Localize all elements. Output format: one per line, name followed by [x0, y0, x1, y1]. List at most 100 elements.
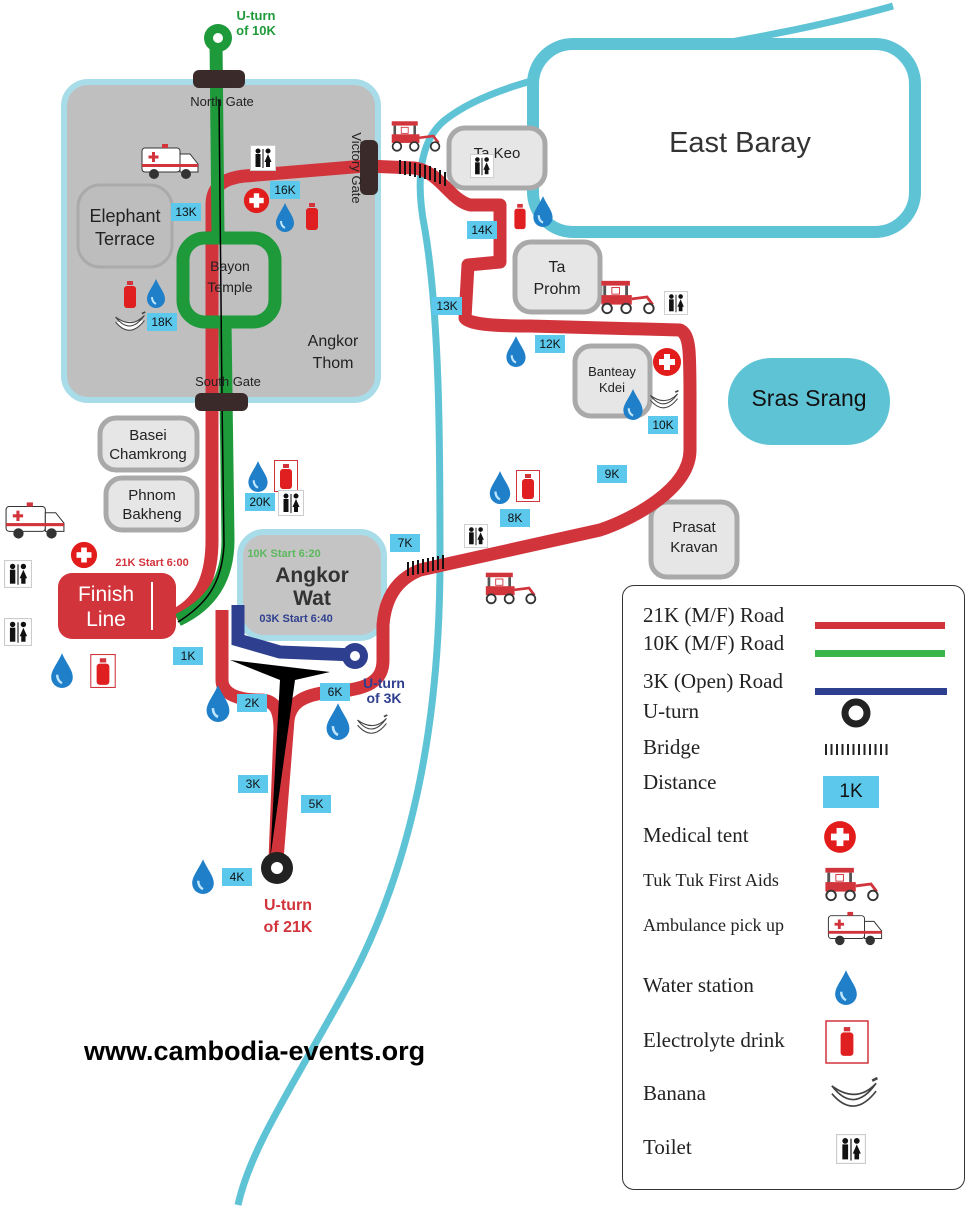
- distance-marker: 2K: [237, 694, 267, 712]
- tuktuk-first-aid-icon: [484, 571, 537, 605]
- distance-marker: 7K: [390, 534, 420, 552]
- phnom-bakheng-box: [103, 475, 200, 533]
- legend-label: Ambulance pick up: [643, 915, 784, 935]
- legend-water-drop-icon: [833, 969, 859, 1010]
- toilet-icon: [278, 490, 304, 516]
- basei-chamkrong-label: Chamkrong: [109, 446, 187, 463]
- basei-chamkrong-box: [97, 415, 200, 473]
- start-21k-label: 21K Start 6:00: [115, 557, 188, 569]
- banana-icon: [356, 714, 389, 735]
- banana-icon: [649, 389, 680, 409]
- ta-prohm-label: Ta: [549, 259, 566, 276]
- distance-marker: 8K: [500, 509, 530, 527]
- legend-bridge-hatch-icon: [825, 743, 891, 761]
- distance-label: 14K: [471, 223, 492, 237]
- north-gate-label: North Gate: [190, 94, 254, 109]
- distance-marker: 5K: [301, 795, 331, 813]
- distance-label: 6K: [328, 685, 343, 699]
- ta-prohm-label: Prohm: [533, 281, 580, 298]
- uturn-10k-label: U-turn: [237, 8, 276, 23]
- uturn-10k-label: of 10K: [236, 23, 276, 38]
- distance-marker: 1K: [173, 647, 203, 665]
- legend-label: Medical tent: [643, 823, 749, 847]
- uturn-21k-label: of 21K: [264, 919, 313, 936]
- legend-label: Distance: [643, 770, 717, 794]
- ta-prohm-box: [512, 239, 603, 315]
- water-station-icon: [325, 702, 351, 740]
- legend-uturn-ring-icon: [841, 698, 871, 733]
- legend-toilet-icon: [836, 1134, 866, 1169]
- distance-label: 13K: [175, 205, 196, 219]
- medical-tent-icon: [70, 541, 98, 569]
- legend-banana-icon: [828, 1075, 880, 1120]
- water-station-icon: [190, 858, 216, 894]
- elephant-terrace-box: [76, 183, 174, 269]
- angkor-wat-label: Angkor: [275, 564, 349, 587]
- start-10k-label: 10K Start 6:20: [247, 548, 320, 560]
- toilet-icon: [250, 145, 276, 171]
- prasat-kravan-box: [648, 499, 740, 580]
- medical-tent-icon: [653, 348, 681, 376]
- distance-label: 13K: [436, 299, 457, 313]
- finish-line: [58, 573, 176, 639]
- electrolyte-icon: [516, 470, 540, 502]
- legend-label: 21K (M/F) Road: [643, 603, 785, 627]
- distance-label: 20K: [249, 495, 270, 509]
- distance-label: 7K: [398, 536, 413, 550]
- legend-label: 3K (Open) Road: [643, 669, 783, 693]
- legend-label: Banana: [643, 1081, 706, 1105]
- water-station-icon: [505, 335, 527, 367]
- legend-ambulance-icon: [826, 910, 884, 953]
- toilet-icon: [4, 560, 32, 588]
- legend-tuktuk-icon: [821, 865, 883, 908]
- distance-marker: 6K: [320, 683, 350, 701]
- distance-marker: 13K: [171, 203, 201, 221]
- distance-marker: 18K: [147, 313, 177, 331]
- banteay-kdei-label: Kdei: [599, 380, 625, 395]
- legend-blue-line-icon: [815, 683, 947, 701]
- phnom-bakheng-label: Bakheng: [122, 506, 181, 523]
- distance-marker: 10K: [648, 416, 678, 434]
- phnom-bakheng-label: Phnom: [128, 487, 176, 504]
- angkor-thom-label: Angkor: [308, 333, 359, 350]
- distance-sample: 1K: [823, 776, 879, 808]
- bridge: [399, 160, 446, 186]
- electrolyte-icon: [90, 654, 116, 688]
- banteay-kdei-label: Banteay: [588, 364, 636, 379]
- south-gate: [195, 393, 248, 411]
- distance-label: 10K: [652, 418, 673, 432]
- legend-label: Water station: [643, 973, 754, 997]
- distance-label: 5K: [309, 797, 324, 811]
- prasat-kravan-label: Kravan: [670, 539, 718, 556]
- prasat-kravan-label: Prasat: [672, 519, 716, 536]
- elephant-terrace-label: Elephant: [89, 206, 160, 226]
- sras-srang-label: Sras Srang: [751, 385, 866, 411]
- south-gate-label: South Gate: [195, 374, 261, 389]
- legend-distance-box-icon: 1K: [823, 776, 879, 808]
- sras-srang: [728, 358, 890, 445]
- east-baray-label: East Baray: [669, 127, 811, 159]
- distance-label: 3K: [246, 777, 261, 791]
- bayon-temple-label: Temple: [207, 279, 252, 295]
- website-url[interactable]: www.cambodia-events.org: [84, 1036, 426, 1066]
- north-gate: [193, 70, 245, 88]
- legend-label: Tuk Tuk First Aids: [643, 870, 779, 890]
- tuktuk-first-aid-icon: [390, 119, 441, 153]
- angkor-thom-label: Thom: [313, 355, 354, 372]
- uturn-3k-label: U-turn: [363, 675, 405, 691]
- finish-line-label: Finish: [78, 583, 134, 606]
- distance-marker: 20K: [245, 493, 275, 511]
- water-station-icon: [247, 460, 269, 492]
- toilet-icon: [464, 524, 488, 548]
- distance-label: 8K: [508, 511, 523, 525]
- distance-label: 12K: [539, 337, 560, 351]
- legend-medical-cross-icon: [823, 820, 857, 859]
- distance-label: 16K: [274, 183, 295, 197]
- bridge: [407, 555, 444, 576]
- electrolyte-icon: [514, 203, 526, 230]
- distance-marker: 13K: [432, 297, 462, 315]
- tuktuk-first-aid-icon: [599, 279, 656, 315]
- medical-tent-icon: [243, 187, 270, 214]
